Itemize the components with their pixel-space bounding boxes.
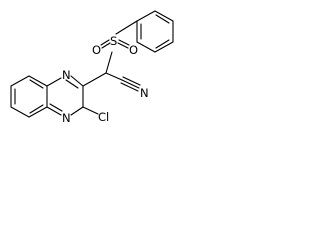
bond (136, 10, 156, 22)
double-bond-inner (29, 79, 44, 89)
atom-label-oxygen-right: O (129, 43, 138, 57)
bond-to-sulfur (105, 51, 113, 74)
bond (101, 42, 111, 49)
phenyl-ring (136, 10, 174, 53)
bond (118, 39, 130, 46)
double-bond-inner (65, 79, 79, 89)
double-bond-inner (49, 103, 63, 112)
bond (28, 75, 48, 87)
bond-to-nitrile-carbon (105, 72, 123, 81)
bond (154, 10, 174, 22)
atom-label-chlorine: Cl (98, 110, 109, 124)
bond-to-methine (82, 72, 107, 87)
atom-label-sulfur: S (110, 34, 117, 48)
bond (117, 42, 129, 49)
bond (136, 41, 156, 53)
chemical-structure-diagram: N N Cl S O O N (10, 10, 174, 125)
bond (121, 79, 140, 89)
atom-label-oxygen-left: O (92, 43, 101, 57)
pyrazine-ring (46, 75, 84, 116)
bond (46, 106, 62, 116)
sulfonyl-group (100, 20, 138, 49)
bond (100, 39, 110, 46)
atom-label-n-top: N (62, 68, 71, 82)
bond (120, 82, 139, 92)
atom-label-nitrile-n: N (140, 86, 149, 100)
bond (154, 41, 174, 53)
atom-label-n-bottom: N (62, 111, 71, 125)
bond (122, 76, 141, 86)
bond (46, 77, 62, 87)
bond (70, 106, 84, 116)
bond (10, 106, 30, 118)
double-bond-inner (155, 14, 170, 24)
atom-labels: N N Cl S O O N (62, 34, 149, 125)
bond-to-chlorine (82, 106, 99, 115)
double-bond-inner (155, 39, 170, 49)
bond (10, 75, 30, 87)
bond (70, 75, 84, 87)
bond (28, 106, 48, 118)
benzo-ring (10, 75, 48, 118)
nitrile-triple-bond (120, 76, 141, 92)
bond-to-phenyl (115, 20, 138, 35)
double-bond-inner (29, 104, 44, 114)
